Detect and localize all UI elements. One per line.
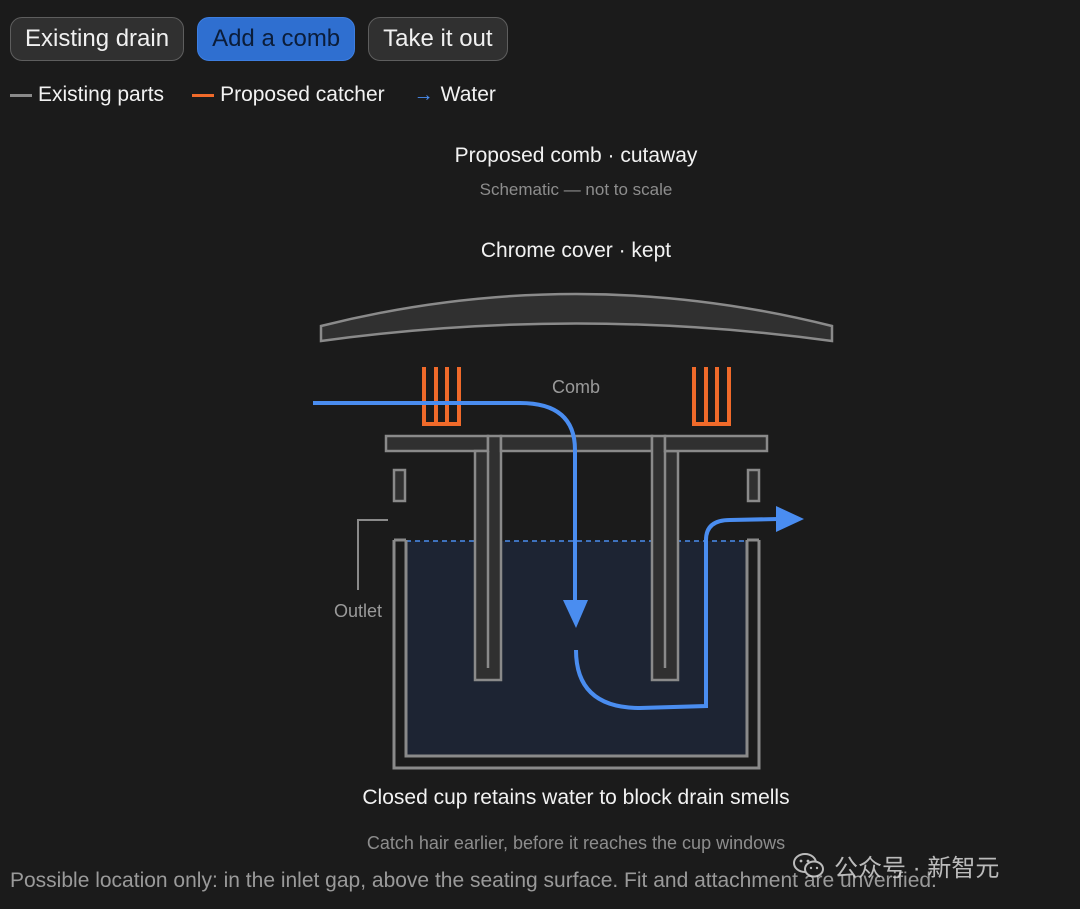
- tab-add-a-comb[interactable]: Add a comb: [197, 17, 356, 61]
- watermark-text: 公众号 · 新智元: [834, 855, 1000, 882]
- footer-note: Possible location only: in the inlet gap…: [10, 869, 937, 892]
- seat-plate-right: [663, 434, 769, 453]
- legend: Existing parts Proposed catcher → Water: [10, 83, 496, 107]
- water-arrowhead-down: [563, 600, 588, 628]
- arrow-right-icon: →: [413, 83, 434, 106]
- legend-label: Existing parts: [38, 83, 165, 106]
- water-path-outlet: [574, 517, 779, 711]
- view-tabs: Existing drain Add a comb Take it out: [10, 17, 508, 61]
- tab-existing-drain[interactable]: Existing drain: [10, 17, 185, 61]
- chrome-cover: [319, 292, 834, 343]
- diagram-subcaption: Catch hair earlier, before it reaches th…: [367, 833, 785, 853]
- comb-right: [692, 367, 731, 426]
- outlet-label: Outlet: [334, 601, 382, 621]
- diagram-subtitle: Schematic — not to scale: [480, 180, 673, 199]
- line-icon: [192, 93, 215, 97]
- wechat-icon: [793, 852, 824, 877]
- legend-item-existing: Existing parts: [10, 83, 164, 107]
- diagram-title: Proposed comb · cutaway: [455, 144, 698, 167]
- cup-outer-wall: [392, 540, 761, 770]
- seat-plate-left: [384, 434, 490, 453]
- line-icon: [10, 93, 32, 97]
- legend-label: Proposed catcher: [220, 83, 385, 106]
- water-path-inlet: [313, 401, 577, 600]
- water-arrowhead-right: [776, 506, 804, 532]
- cover-label: Chrome cover · kept: [481, 239, 671, 262]
- diagram-caption: Closed cup retains water to block drain …: [362, 786, 789, 809]
- legend-item-water: → Water: [413, 83, 496, 107]
- outlet-bracket: [357, 519, 388, 590]
- comb-label: Comb: [552, 377, 600, 397]
- tab-take-it-out[interactable]: Take it out: [368, 17, 508, 61]
- comb-left: [422, 367, 461, 426]
- window-slot-right: [746, 468, 761, 503]
- legend-item-catcher: Proposed catcher: [192, 83, 385, 107]
- legend-label: Water: [440, 83, 496, 106]
- window-slot-left: [392, 468, 407, 503]
- watermark: 公众号 · 新智元: [792, 848, 999, 883]
- cup-inner-wall: [404, 540, 749, 758]
